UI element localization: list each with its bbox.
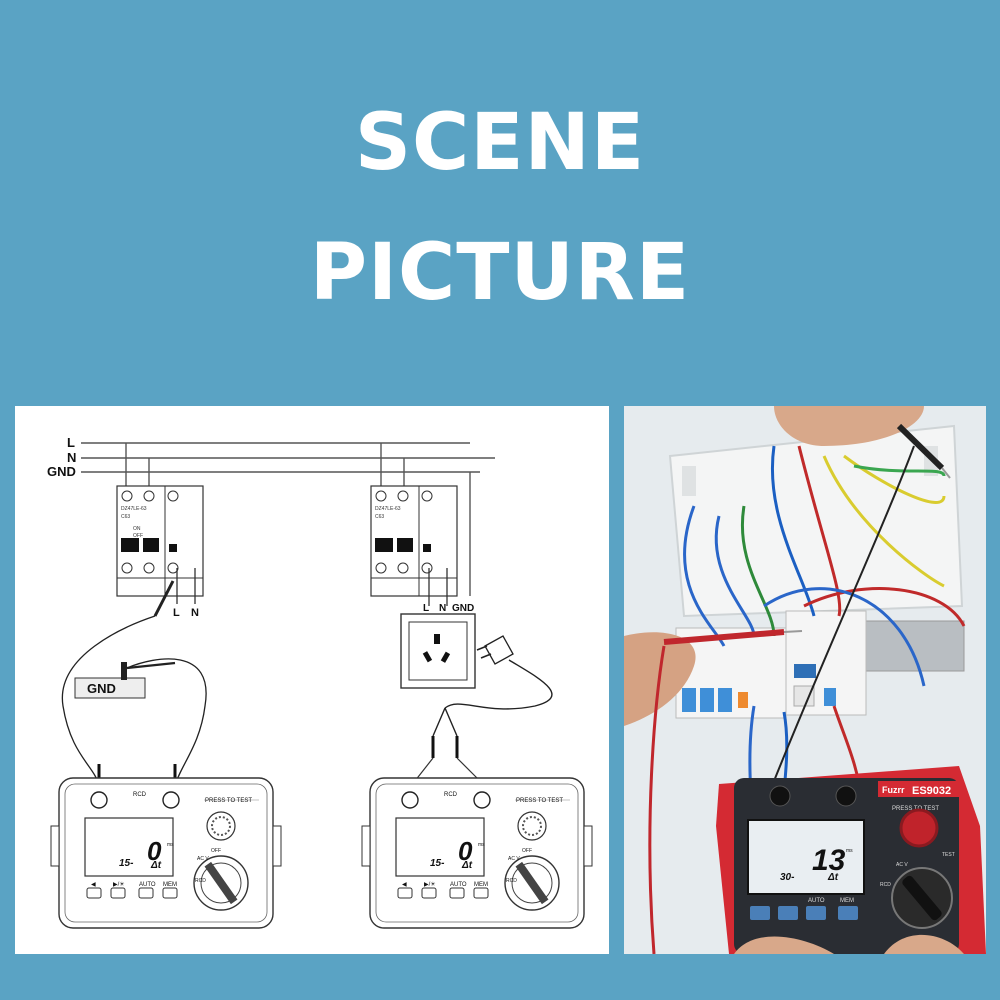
- test-button-photo: [899, 808, 939, 848]
- hand-top: [774, 406, 924, 446]
- title-line-2: PICTURE: [309, 228, 691, 318]
- tester-left-btn-auto: AUTO: [139, 882, 156, 888]
- bus-label-gnd: GND: [47, 464, 76, 479]
- terminal-n-left: N: [191, 607, 199, 619]
- tester-right-acv: AC V: [508, 856, 520, 862]
- scene-photo: Fuzrr ES9032 PRESS TO TEST 13 ms 30- Δt …: [624, 406, 986, 954]
- tester-left-rcd: RCD: [195, 878, 206, 884]
- bus-label-l: L: [67, 435, 75, 450]
- tester-right-btn-light: ▶/☀: [424, 881, 436, 888]
- tester-right-unit: ms: [478, 842, 485, 848]
- terminal-l-left: L: [173, 607, 180, 619]
- tester-right-btn-back: ◀: [402, 882, 407, 888]
- tester-left-btn-back: ◀: [91, 882, 96, 888]
- scene-photo-panel: Fuzrr ES9032 PRESS TO TEST 13 ms 30- Δt …: [624, 406, 986, 954]
- wiring-diagram: L N GND DZ47LE-63 C63 ON OFF L N DZ47LE-…: [47, 435, 593, 929]
- tester-right-rcd: RCD: [506, 878, 517, 884]
- plug: [484, 635, 514, 665]
- tester-right-btn-auto: AUTO: [450, 882, 467, 888]
- photo-brand: Fuzrr: [882, 785, 905, 795]
- photo-btn-light: [778, 906, 798, 920]
- photo-btn-auto: [806, 906, 826, 920]
- tester-left-rcd-label: RCD: [133, 792, 147, 798]
- tester-right-delta-t: Δt: [461, 860, 473, 871]
- breaker-right-rating: C63: [375, 514, 384, 520]
- title-line-1: SCENE: [354, 98, 646, 188]
- tester-left-acv: AC V: [197, 856, 209, 862]
- tester-left-reading: 0: [147, 836, 162, 866]
- photo-delta-t: Δt: [827, 872, 839, 883]
- photo-rcd: RCD: [880, 882, 891, 888]
- wiring-diagram-panel: L N GND DZ47LE-63 C63 ON OFF L N DZ47LE-…: [15, 406, 609, 954]
- photo-lcd: [747, 819, 865, 895]
- photo-reading-unit: ms: [846, 848, 853, 854]
- rcd-breaker-left: [116, 485, 204, 597]
- photo-acv: AC V: [896, 862, 908, 868]
- tester-left-off: OFF: [211, 848, 221, 854]
- breaker-right-model: DZ47LE-63: [375, 506, 401, 512]
- photo-current: 30-: [780, 872, 795, 883]
- tester-right-rcd-label: RCD: [444, 792, 458, 798]
- tester-right-reading: 0: [458, 836, 473, 866]
- ground-box-label: GND: [87, 681, 116, 696]
- terminal-gnd-right: GND: [452, 603, 474, 614]
- rcd-tester-diagram-right: RCD PRESS TO TEST 0 ms 15- Δt AC V OFF R…: [361, 777, 593, 929]
- photo-btn-back: [750, 906, 770, 920]
- photo-test-label: TEST: [942, 852, 955, 858]
- photo-auto-label: AUTO: [808, 898, 825, 904]
- tester-right-btn-mem: MEM: [474, 882, 488, 888]
- ground-box: [74, 677, 146, 699]
- breaker-left-model: DZ47LE-63: [121, 506, 147, 512]
- photo-mem-label: MEM: [840, 898, 854, 904]
- photo-reading: 13: [812, 844, 846, 877]
- breaker-left-on: ON: [133, 526, 141, 532]
- breaker-left-off: OFF: [133, 533, 143, 539]
- tester-right-current: 15-: [430, 858, 445, 869]
- wall-socket: [400, 613, 476, 689]
- tester-left-btn-mem: MEM: [163, 882, 177, 888]
- terminal-l-right: L: [423, 603, 429, 614]
- breaker-row: [675, 610, 867, 719]
- tester-left-delta-t: Δt: [150, 860, 162, 871]
- photo-btn-mem: [838, 906, 858, 920]
- probe-black: [896, 423, 945, 471]
- rcd-tester-photo: Fuzrr ES9032 PRESS TO TEST 13 ms 30- Δt …: [716, 766, 986, 954]
- breaker-left-rating: C63: [121, 514, 130, 520]
- rcd-tester-diagram-left: RCD PRESS TO TEST 0 ms 15- Δt AC V OFF R…: [50, 777, 282, 929]
- tester-left-press-to-test: PRESS TO TEST: [205, 798, 252, 804]
- tester-left-unit: ms: [167, 842, 174, 848]
- bus-label-n: N: [67, 450, 76, 465]
- tester-left-current: 15-: [119, 858, 134, 869]
- tester-right-press-to-test: PRESS TO TEST: [516, 798, 563, 804]
- tester-right-off: OFF: [522, 848, 532, 854]
- tester-left-btn-light: ▶/☀: [113, 881, 125, 888]
- terminal-n-right: N: [439, 603, 446, 614]
- probe-red: [663, 629, 785, 645]
- rcd-breaker-right: [370, 485, 458, 597]
- photo-model: ES9032: [912, 785, 951, 797]
